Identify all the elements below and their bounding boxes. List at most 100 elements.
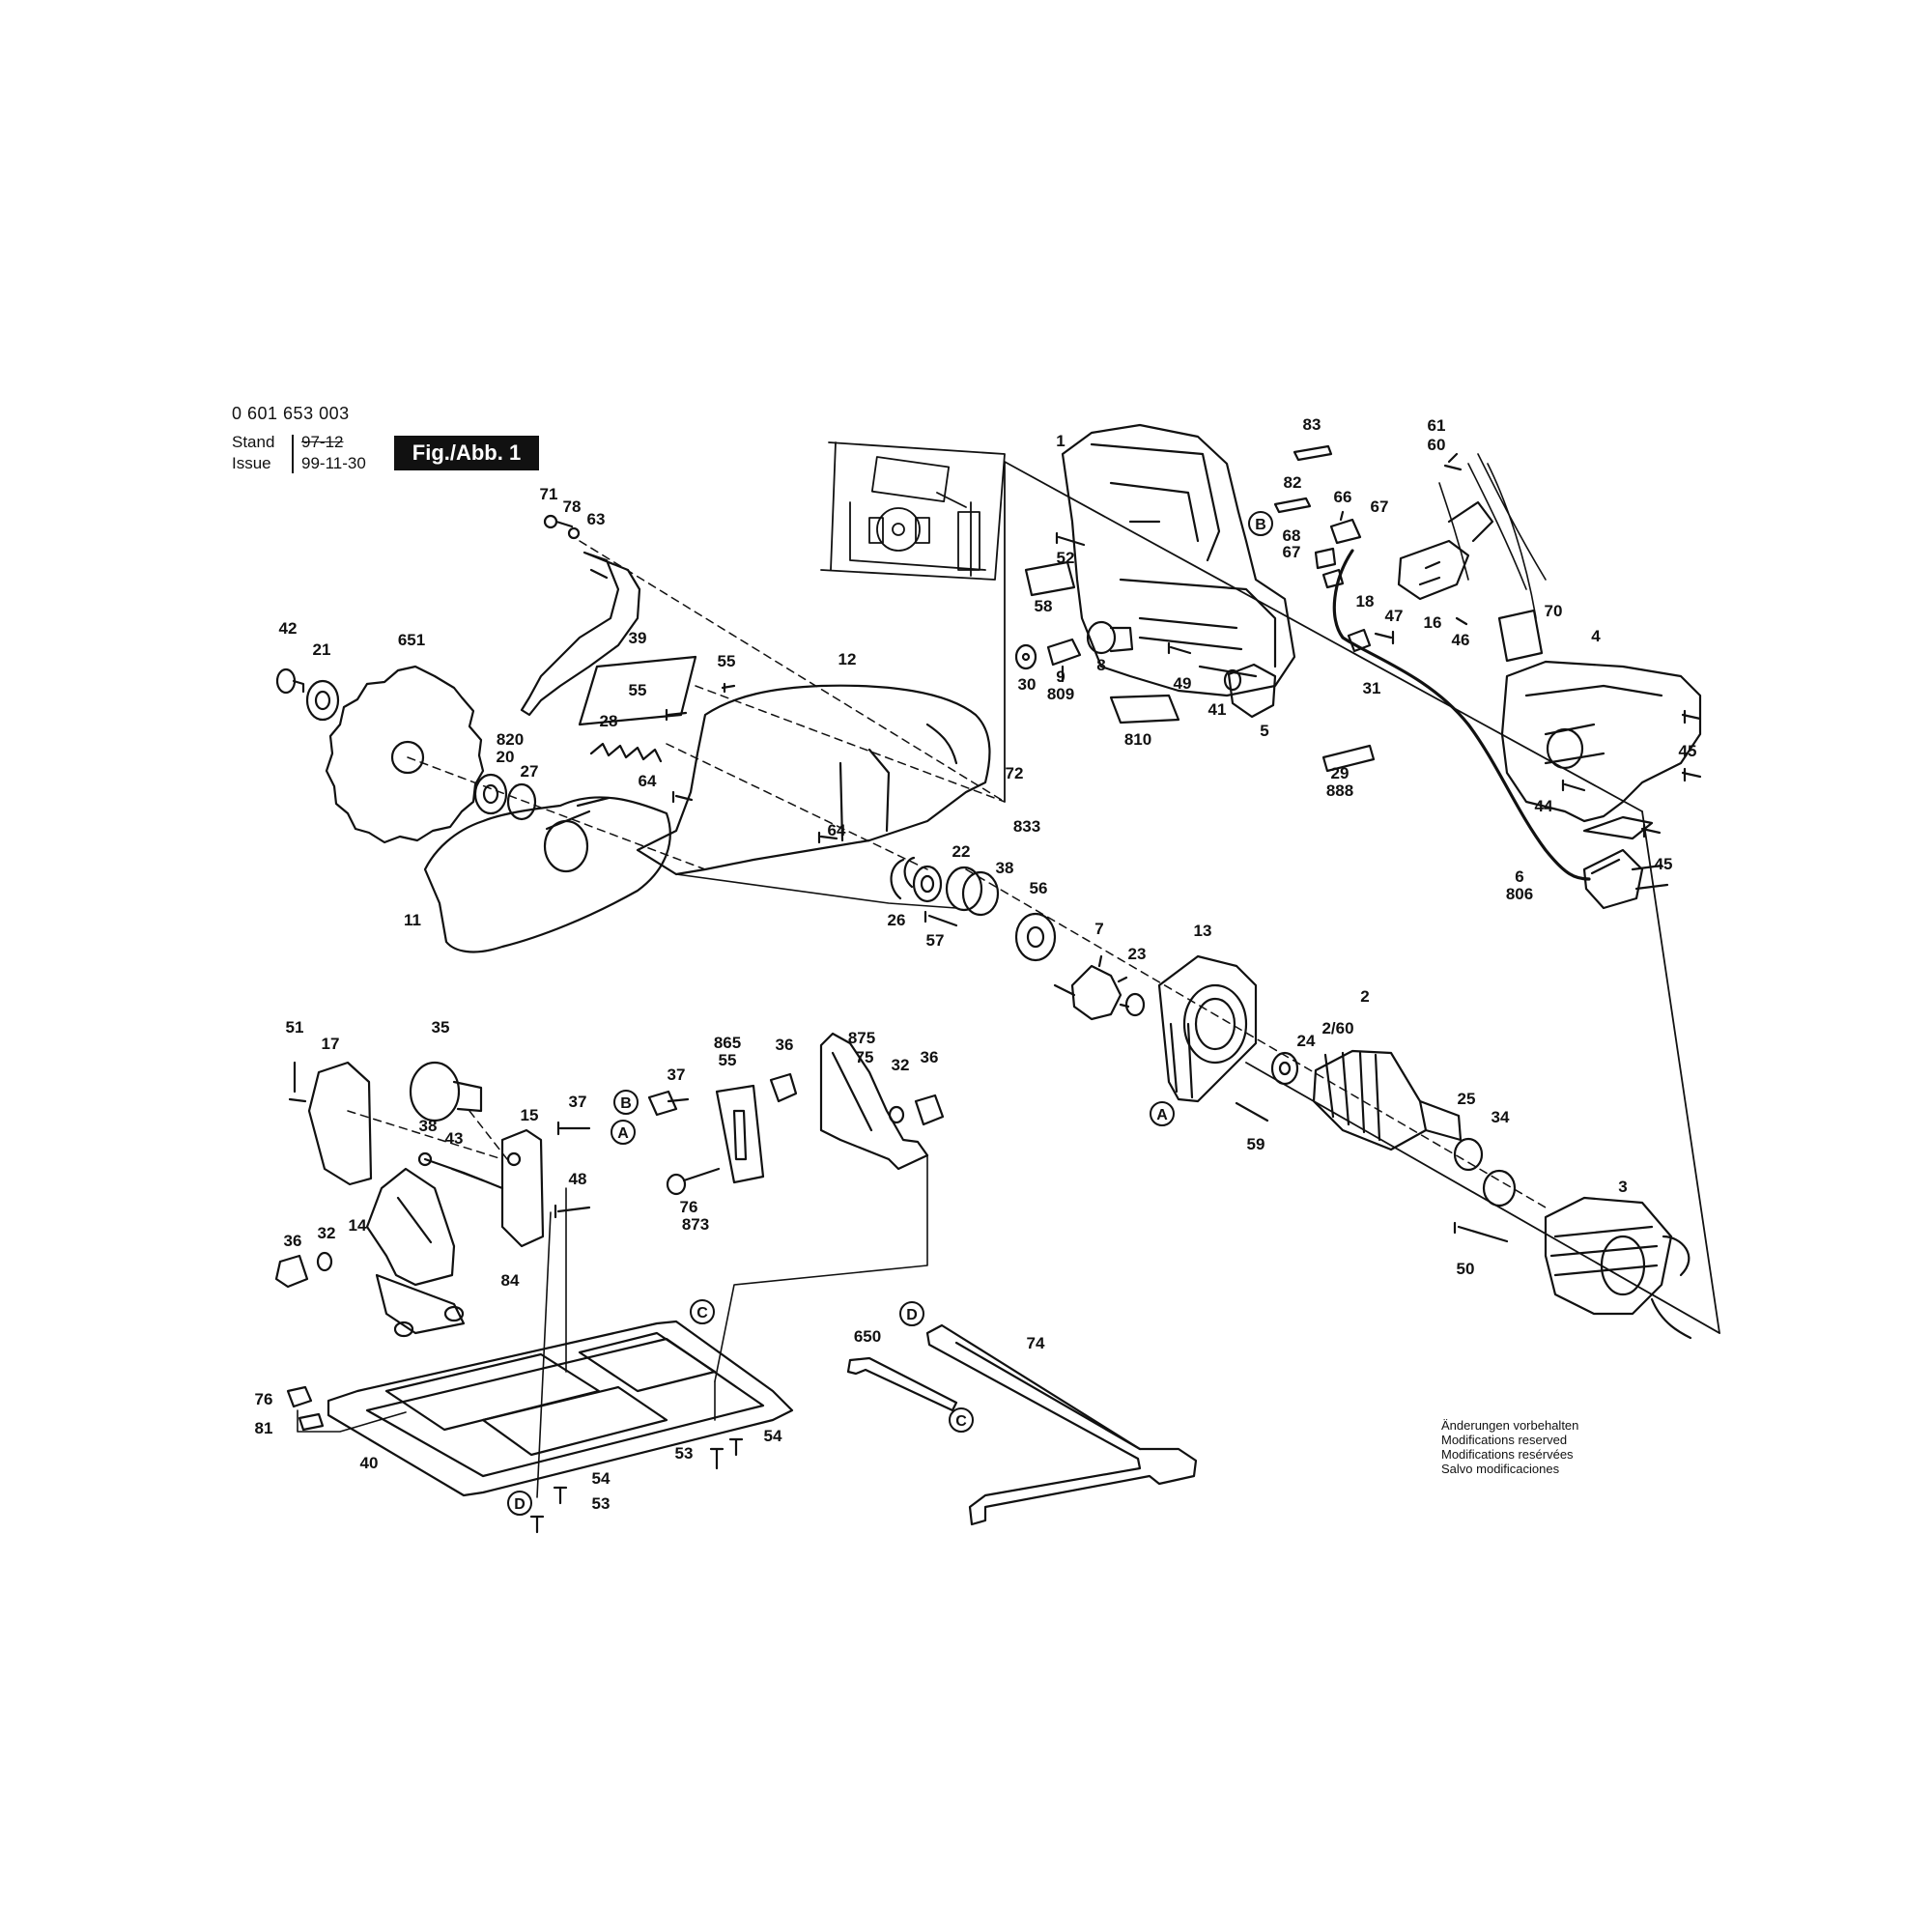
pin-43 — [450, 1167, 485, 1182]
reference-marker-letter: A — [1156, 1107, 1168, 1123]
callout-label: 12 — [838, 650, 857, 668]
callout-label: 72 — [1006, 764, 1024, 782]
callout-label: 650 — [854, 1327, 881, 1346]
pin-59 — [1235, 1101, 1269, 1122]
callout-label: 71 — [540, 485, 558, 503]
figure-label: Fig./Abb. 1 — [394, 436, 539, 470]
reference-marker-letter: C — [696, 1305, 708, 1321]
retaining-ring-26 — [890, 856, 916, 900]
callout-label: 1 — [1056, 432, 1065, 450]
bearing-23 — [1124, 992, 1146, 1017]
reference-marker: B — [1248, 511, 1273, 536]
reference-marker-letter: B — [620, 1095, 632, 1112]
bolt-38 — [417, 1151, 504, 1190]
assembly-lines-lower-left — [347, 1110, 508, 1160]
callout-label: 78 — [563, 497, 582, 516]
reference-marker-letter: D — [906, 1307, 918, 1323]
reference-marker: C — [690, 1299, 715, 1324]
guard-screw-55 — [665, 682, 736, 722]
reference-marker-circle — [1150, 1101, 1175, 1126]
reference-marker-letter: A — [617, 1125, 629, 1142]
reference-marker-letter: C — [955, 1413, 967, 1430]
screw-52 — [1055, 531, 1086, 547]
wire-bundle-61 — [1438, 453, 1547, 619]
callout-label: 56 — [1030, 879, 1048, 897]
callout-label: 24 — [1297, 1032, 1316, 1050]
guide-line-875 — [714, 1154, 928, 1382]
callout-label: 64 — [828, 821, 846, 839]
callout-label: 651 — [398, 631, 425, 649]
callout-label: 3 — [1618, 1178, 1627, 1196]
guard-screw-71 — [543, 514, 581, 540]
hex-key-650 — [846, 1356, 958, 1412]
handle-half-4 — [1500, 660, 1702, 823]
header-bracket — [292, 435, 294, 473]
boundary-frame-right — [1004, 461, 1720, 1334]
nameplate-29 — [1321, 744, 1376, 773]
callout-label: 8 — [1096, 656, 1105, 674]
callout-label: 61 — [1428, 416, 1446, 435]
callout-label: 67 — [1371, 497, 1389, 516]
armature-2 — [1312, 1049, 1463, 1151]
knob-35 — [409, 1061, 483, 1122]
callout-label: 30 — [1018, 675, 1037, 694]
blade-flange-21 — [305, 679, 340, 722]
callout-label: 46 — [1452, 631, 1470, 649]
knob-36-right — [914, 1094, 945, 1126]
callout-label: 32 — [892, 1056, 910, 1074]
modifications-notice: Änderungen vorbehalten Modifications res… — [1441, 1418, 1578, 1476]
bolt-37-upper — [647, 1090, 690, 1117]
callout-label: 875 — [848, 1029, 875, 1047]
callout-label: 23 — [1128, 945, 1147, 963]
reference-marker: A — [611, 1120, 636, 1145]
callout-label: 11 — [404, 911, 421, 929]
callout-label: 60 — [1428, 436, 1446, 454]
callout-label: 13 — [1194, 922, 1212, 940]
screw-47 — [1374, 630, 1395, 645]
plate-865 — [715, 1084, 765, 1184]
callout-label: 31 — [1363, 679, 1381, 697]
stand-label: Stand — [232, 433, 275, 451]
notice-fr: Modifications resérvées — [1441, 1447, 1574, 1462]
callout-label: 806 — [1506, 885, 1533, 903]
callout-label: 38 — [419, 1117, 438, 1135]
callout-label: 76 — [255, 1390, 273, 1408]
callout-label: 55 — [718, 652, 736, 670]
reference-marker: C — [949, 1407, 974, 1433]
washer-56 — [1014, 912, 1057, 962]
bearing-22 — [912, 865, 943, 903]
clamp-flange-820 — [473, 773, 537, 821]
guide-lines-base — [297, 1187, 716, 1498]
callout-label: 820 — [497, 730, 524, 749]
saw-blade — [325, 665, 485, 844]
callout-label: 82 — [1284, 473, 1302, 492]
callout-label: 2 — [1360, 987, 1369, 1006]
callout-label: 64 — [639, 772, 657, 790]
callout-label: 75 — [856, 1048, 874, 1066]
callout-label: 39 — [629, 629, 647, 647]
callout-label: 22 — [952, 842, 971, 861]
parts-68-67 — [1314, 547, 1345, 589]
guard-screw-64 — [671, 790, 838, 844]
callout-label: 28 — [600, 712, 618, 730]
part-81 — [298, 1412, 325, 1432]
callout-label: 58 — [1035, 597, 1053, 615]
callout-label: 45 — [1679, 742, 1697, 760]
screw-51 — [288, 1061, 307, 1103]
callout-label: 36 — [284, 1232, 302, 1250]
bracket-under-handle — [1582, 815, 1654, 840]
callout-label: 50 — [1457, 1260, 1475, 1278]
field-coil-3 — [1544, 1196, 1692, 1340]
callout-label: 810 — [1124, 730, 1151, 749]
plate-810 — [1109, 694, 1180, 724]
callout-label: 51 — [286, 1018, 304, 1037]
callout-label: 36 — [776, 1036, 794, 1054]
callout-label: 63 — [587, 510, 606, 528]
callout-label: 83 — [1303, 415, 1321, 434]
issue-date: 99-11-30 — [301, 454, 366, 472]
reference-marker-letter: D — [514, 1496, 526, 1513]
nut-84 — [393, 1305, 465, 1338]
callout-label: 29 — [1331, 764, 1350, 782]
